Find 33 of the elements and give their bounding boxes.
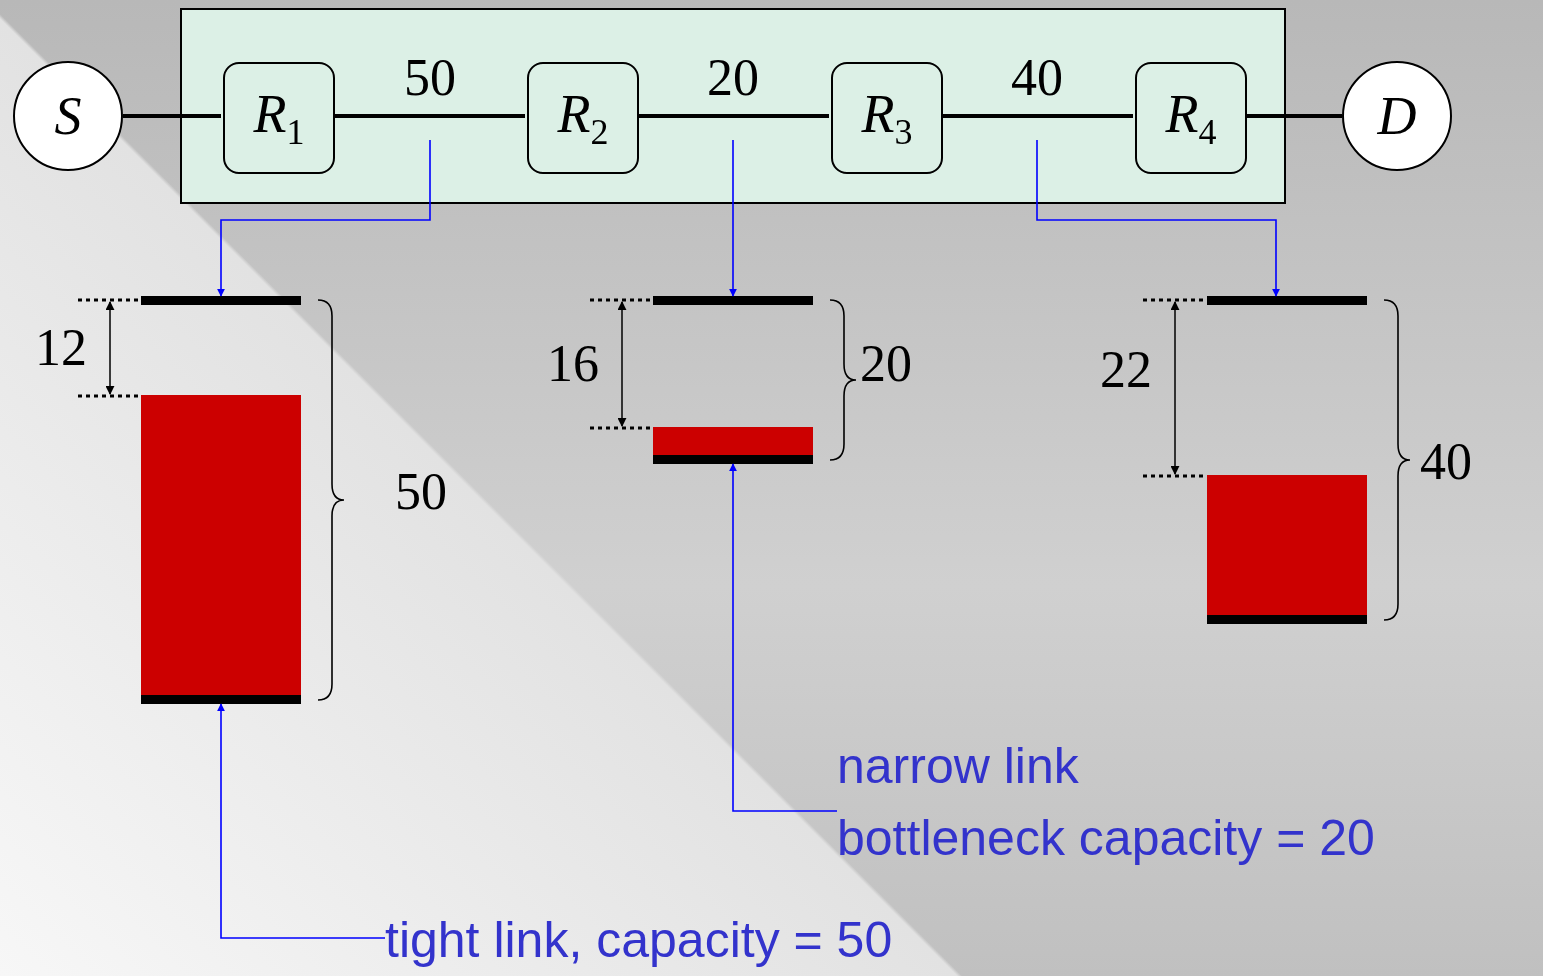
- link-line: [637, 114, 829, 118]
- node-label: R$_{1}$: [253, 83, 305, 153]
- annotation-text: tight link, capacity = 50: [385, 911, 894, 970]
- node-label: R$_{2}$: [557, 83, 609, 153]
- dimension-label: 16: [547, 338, 599, 390]
- router-box: [831, 62, 943, 174]
- node-label: S: [54, 85, 82, 147]
- link-line: [333, 114, 525, 118]
- dimension-label: 12: [35, 322, 87, 374]
- link-line: [941, 114, 1133, 118]
- leader-arrow: [729, 139, 737, 297]
- dimension-label: 40: [1420, 436, 1472, 488]
- node-label: R$_{4}$: [1165, 83, 1217, 153]
- router-box: [1135, 62, 1247, 174]
- leader-arrow: [217, 703, 386, 939]
- capacity-bar: [141, 296, 301, 704]
- router-box: [527, 62, 639, 174]
- leader-arrow: [1036, 139, 1280, 297]
- dimension-label: 50: [395, 466, 447, 518]
- annotation-text: bottleneck capacity = 20: [837, 809, 1376, 868]
- dimension-label: 20: [860, 338, 912, 390]
- capacity-bar: [653, 296, 813, 464]
- link-line: [123, 114, 221, 118]
- annotation-text: narrow link: [837, 737, 1080, 796]
- router-box: [223, 62, 335, 174]
- node-label: D: [1377, 85, 1417, 147]
- leader-arrow: [217, 139, 431, 297]
- link-line: [1245, 114, 1342, 118]
- path-panel: [180, 8, 1286, 204]
- node-label: R$_{3}$: [861, 83, 913, 153]
- dimension-label: 22: [1100, 344, 1152, 396]
- leader-arrow: [729, 463, 838, 812]
- capacity-bar: [1207, 296, 1367, 624]
